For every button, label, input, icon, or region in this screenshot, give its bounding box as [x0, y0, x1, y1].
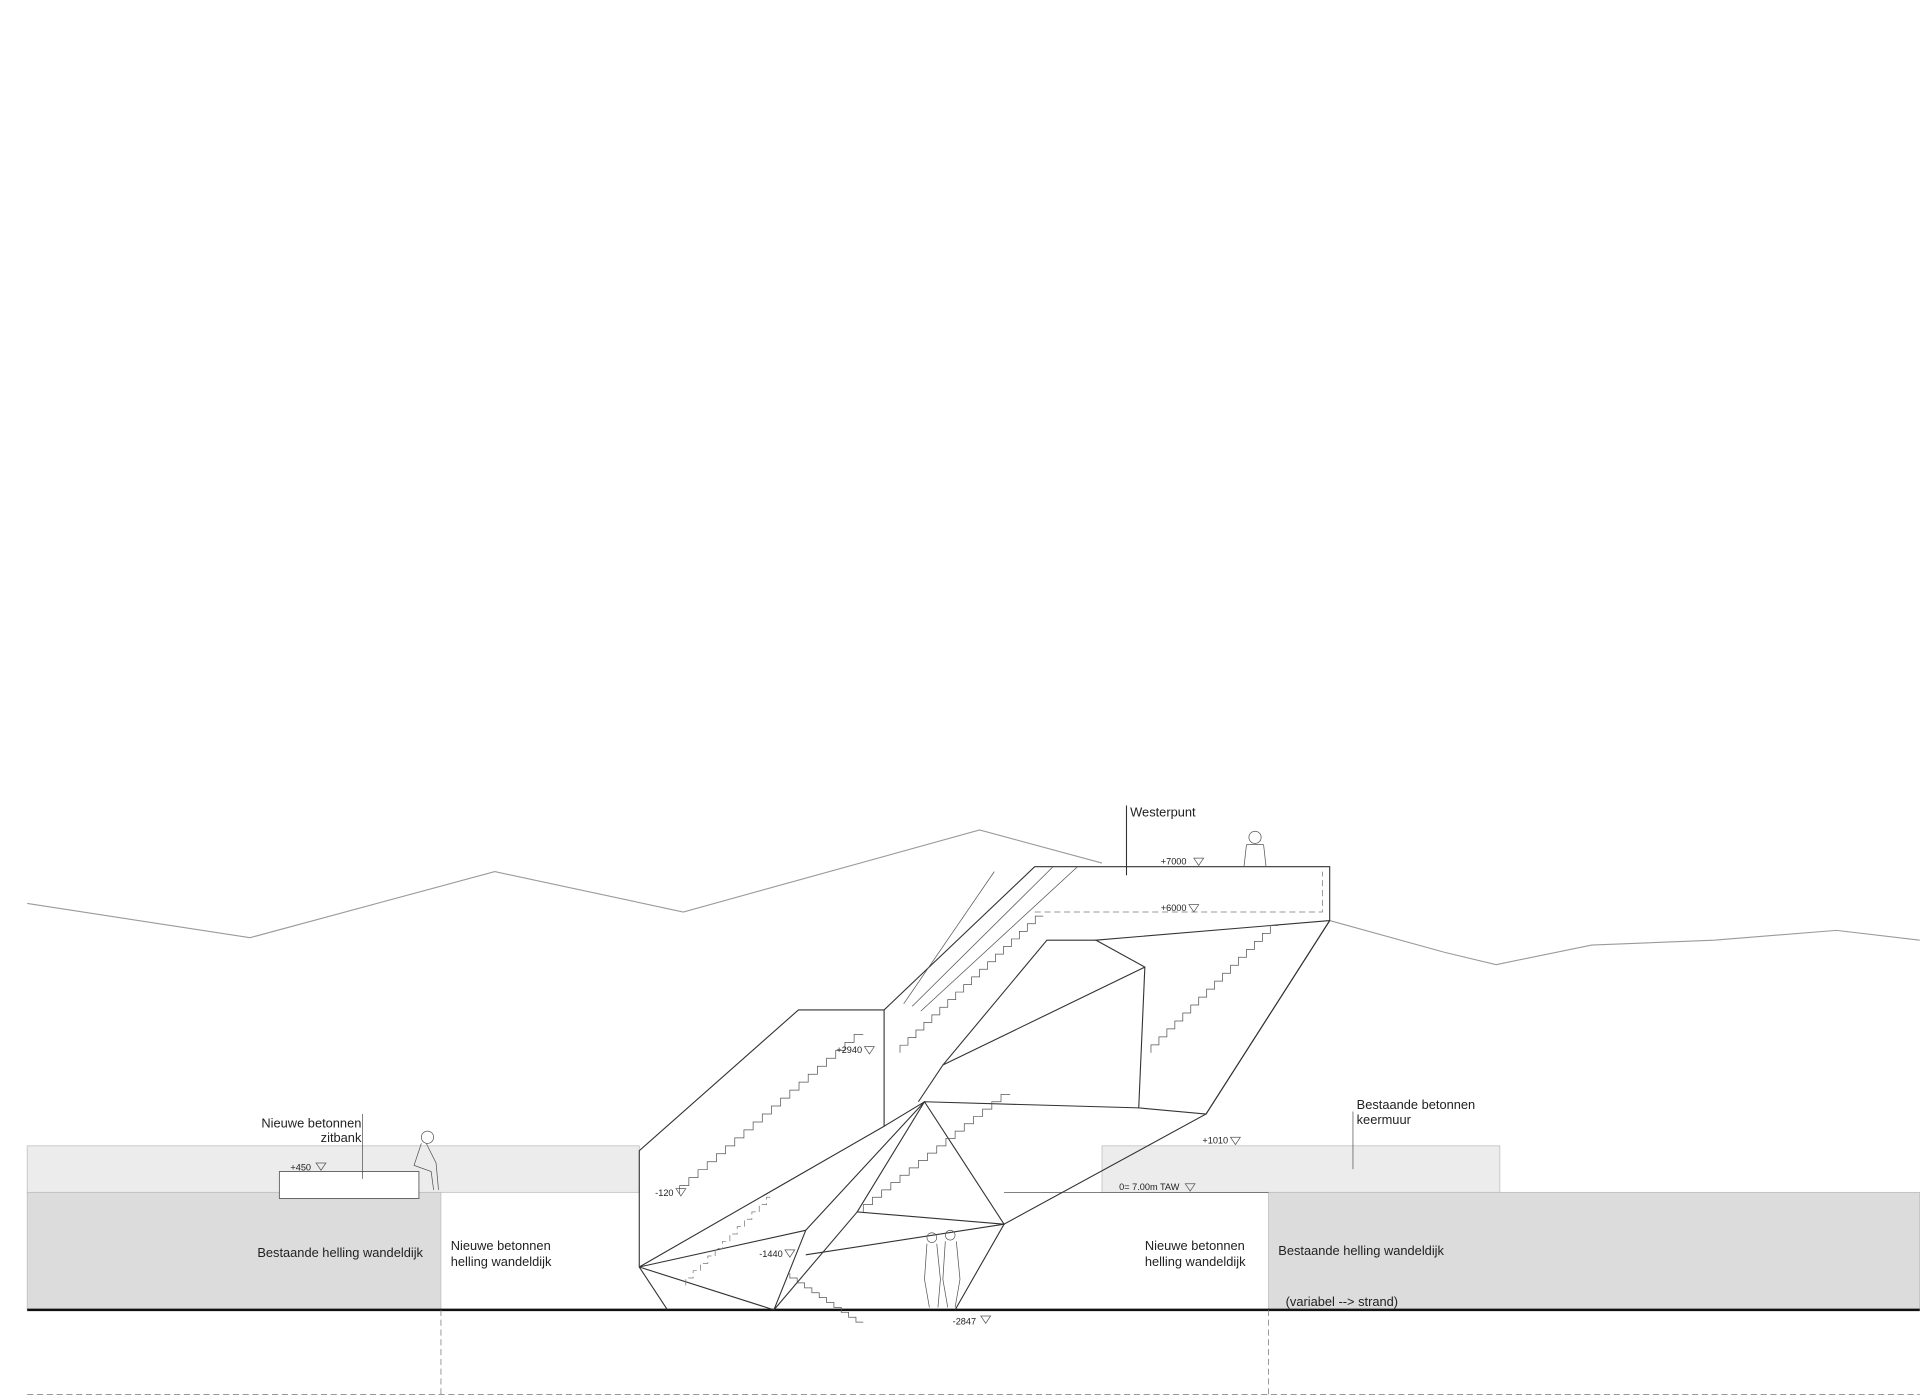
level-bench: +450	[290, 1162, 311, 1172]
level-markers: +7000 +6000 +2940 +450 +1010 0= 7.00m TA…	[290, 856, 1242, 1327]
wall-label-1: Bestaande betonnen	[1357, 1097, 1476, 1112]
right-new-label-1: Nieuwe betonnen	[1145, 1238, 1245, 1253]
level-landing: -1440	[759, 1249, 782, 1259]
stair-flight-middle	[899, 915, 1044, 1053]
level-bottom: -2847	[953, 1317, 976, 1327]
stair-flight-hidden	[685, 1196, 774, 1286]
retaining-wall-band	[1101, 1145, 1501, 1193]
right-new-label-2: helling wandeldijk	[1145, 1254, 1246, 1269]
level-entry: -120	[655, 1188, 673, 1198]
people-walking	[924, 1229, 961, 1308]
level-zero: 0= 7.00m TAW	[1119, 1182, 1180, 1192]
skyline-right	[1329, 920, 1920, 966]
level-top: +7000	[1161, 856, 1187, 866]
level-triangle-icons	[315, 857, 1242, 1324]
bench-label-2: zitbank	[321, 1130, 362, 1145]
left-new-label-2: helling wandeldijk	[451, 1254, 552, 1269]
existing-slope-right	[1268, 1191, 1920, 1311]
level-mid: +2940	[836, 1045, 862, 1055]
stair-flight-inner	[862, 1094, 1011, 1212]
level-upper: +6000	[1161, 903, 1187, 913]
right-existing-label: Bestaande helling wandeldijk	[1278, 1243, 1444, 1258]
level-wall: +1010	[1202, 1135, 1228, 1145]
wall-label-2: keermuur	[1357, 1112, 1412, 1127]
bench-label-1: Nieuwe betonnen	[261, 1115, 361, 1130]
concrete-bench	[278, 1171, 420, 1199]
westerpunt-label: Westerpunt	[1130, 805, 1196, 820]
stair-flight-right	[1150, 925, 1279, 1053]
variable-label: (variabel --> strand)	[1286, 1294, 1398, 1309]
left-new-label-1: Nieuwe betonnen	[451, 1238, 551, 1253]
existing-slope-left	[26, 1191, 442, 1311]
stair-flight-descent	[789, 1273, 864, 1323]
person-standing-top	[1243, 830, 1267, 867]
left-existing-label: Bestaande helling wandeldijk	[257, 1245, 423, 1260]
skyline	[27, 829, 1103, 939]
stair-flight-lower	[679, 1034, 864, 1194]
person-sitting	[413, 1130, 439, 1190]
lookout-structure	[638, 805, 1331, 1323]
